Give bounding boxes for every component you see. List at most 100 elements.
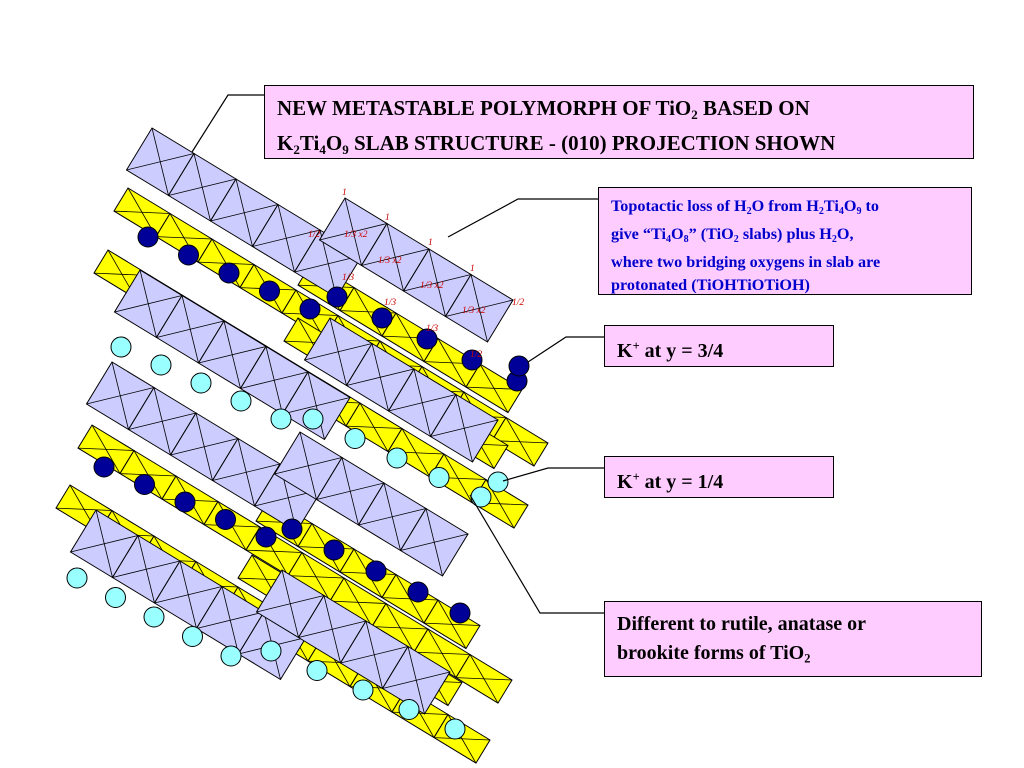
topotactic-line-2: give “Ti4O8” (TiO2 slabs) plus H2O,: [611, 225, 854, 245]
bond-label: 1/3 x2: [378, 256, 402, 266]
octahedron-edge: [361, 248, 430, 266]
octahedron-edge: [319, 223, 388, 241]
k-ion: [182, 626, 203, 647]
k-ion: [449, 602, 471, 624]
octahedron-edge: [55, 507, 113, 511]
octahedron-edge: [381, 597, 439, 601]
octahedron-edge: [445, 299, 514, 317]
callout-lines: [191, 94, 604, 614]
octahedra-slabs: [55, 127, 549, 764]
octahedron-edge: [112, 560, 181, 578]
callout-line-topotactic: [447, 198, 598, 238]
octahedron-edge: [113, 210, 171, 214]
octahedron-edge: [287, 575, 345, 579]
bond-label: 1/2: [308, 230, 320, 240]
octahedron-edge: [430, 419, 499, 437]
k-ion: [110, 336, 132, 358]
octahedron-edge: [210, 204, 279, 222]
callout-line-k34: [527, 336, 604, 363]
bond-label: 1: [385, 213, 390, 223]
k-ion: [407, 581, 429, 603]
k-ion: [218, 262, 240, 284]
octahedron-edge: [114, 295, 183, 313]
k-ion: [134, 474, 155, 495]
topotactic-line-4: protonated (TiOHTiOTiOH): [611, 276, 810, 294]
bond-label: 1/3: [342, 273, 354, 283]
bond-label: 1: [428, 238, 433, 248]
k-ion: [306, 660, 328, 681]
k-ion: [344, 428, 366, 449]
k-ion: [260, 640, 282, 662]
octahedron-edge: [212, 463, 281, 481]
k-ion: [470, 486, 492, 508]
title-box: NEW METASTABLE POLYMORPH OF TiO2 BASED O…: [264, 85, 974, 159]
callout-line-different: [469, 494, 604, 614]
octahedron-edge: [256, 595, 325, 613]
k-ion-y14-box: K+ at y = 1/4: [604, 456, 834, 498]
topotactic-line-3: where two bridging oxygens in slab are: [611, 253, 881, 271]
octahedron-edge: [282, 397, 351, 415]
title-line-1: NEW METASTABLE POLYMORPH OF TiO2 BASED O…: [277, 96, 810, 122]
k-ion: [137, 226, 159, 248]
bond-label: 1/2: [470, 350, 482, 360]
k-ion: [371, 307, 393, 329]
octahedron-edge: [274, 457, 343, 475]
octahedron-edge: [358, 508, 427, 526]
k-ion: [174, 491, 196, 513]
k-ion: [302, 408, 324, 430]
k-ion: [93, 456, 115, 478]
octahedron-edge: [245, 549, 303, 553]
octahedron-edge: [329, 600, 387, 604]
k-ion: [487, 471, 509, 493]
k-ion: [270, 408, 292, 430]
octahedron-edge: [156, 320, 225, 338]
k-ion: [230, 390, 252, 412]
k-ion: [299, 298, 321, 320]
octahedron-edge: [298, 620, 367, 638]
k-ion: [386, 447, 408, 469]
octahedron-edge: [433, 737, 491, 741]
k-ion: [323, 539, 345, 561]
octahedron-edge: [70, 535, 139, 553]
k-ion: [508, 355, 530, 377]
k-ion: [365, 560, 387, 582]
octahedron-edge: [196, 611, 265, 629]
octahedron-edge: [371, 626, 429, 630]
octahedron-edge: [170, 438, 239, 456]
bond-label: 1: [470, 264, 475, 274]
k-ion: [178, 244, 199, 266]
octahedron-edge: [346, 368, 415, 386]
k-ion: [398, 699, 420, 720]
bond-label: 1/2: [512, 298, 524, 308]
callout-line-k14: [502, 467, 604, 482]
bond-label: 1/3 x2: [462, 306, 486, 316]
k-ion: [215, 509, 236, 530]
octahedron-edge: [77, 447, 135, 451]
title-line-2: K2Ti4O9 SLAB STRUCTURE - (010) PROJECTIO…: [277, 130, 836, 157]
octahedron-edge: [155, 236, 213, 240]
different-forms-box: Different to rutile, anatase or brookite…: [604, 601, 982, 677]
k-ion-y34-box: K+ at y = 3/4: [604, 325, 834, 367]
k-ions: [66, 226, 530, 740]
octahedron-edge: [126, 153, 195, 171]
k-ion: [259, 280, 280, 302]
octahedron-edge: [128, 412, 197, 430]
k-ion: [143, 606, 165, 628]
k-ion: [461, 349, 483, 371]
k-ion: [105, 587, 126, 608]
k-ion: [428, 467, 450, 488]
octahedron-edge: [154, 586, 223, 604]
octahedron-edge: [345, 425, 403, 429]
octahedron-edge: [198, 346, 267, 364]
octahedron-edge: [413, 651, 471, 655]
bond-label: 1/3 x2: [420, 281, 444, 291]
octahedron-edge: [423, 622, 481, 626]
octahedron-edge: [388, 394, 457, 412]
different-line-1: Different to rutile, anatase or: [617, 613, 867, 635]
octahedron-edge: [455, 677, 513, 681]
k-ion: [416, 328, 438, 350]
k-ion: [190, 372, 212, 394]
octahedron-edge: [240, 371, 309, 389]
octahedron-edge: [340, 646, 409, 664]
